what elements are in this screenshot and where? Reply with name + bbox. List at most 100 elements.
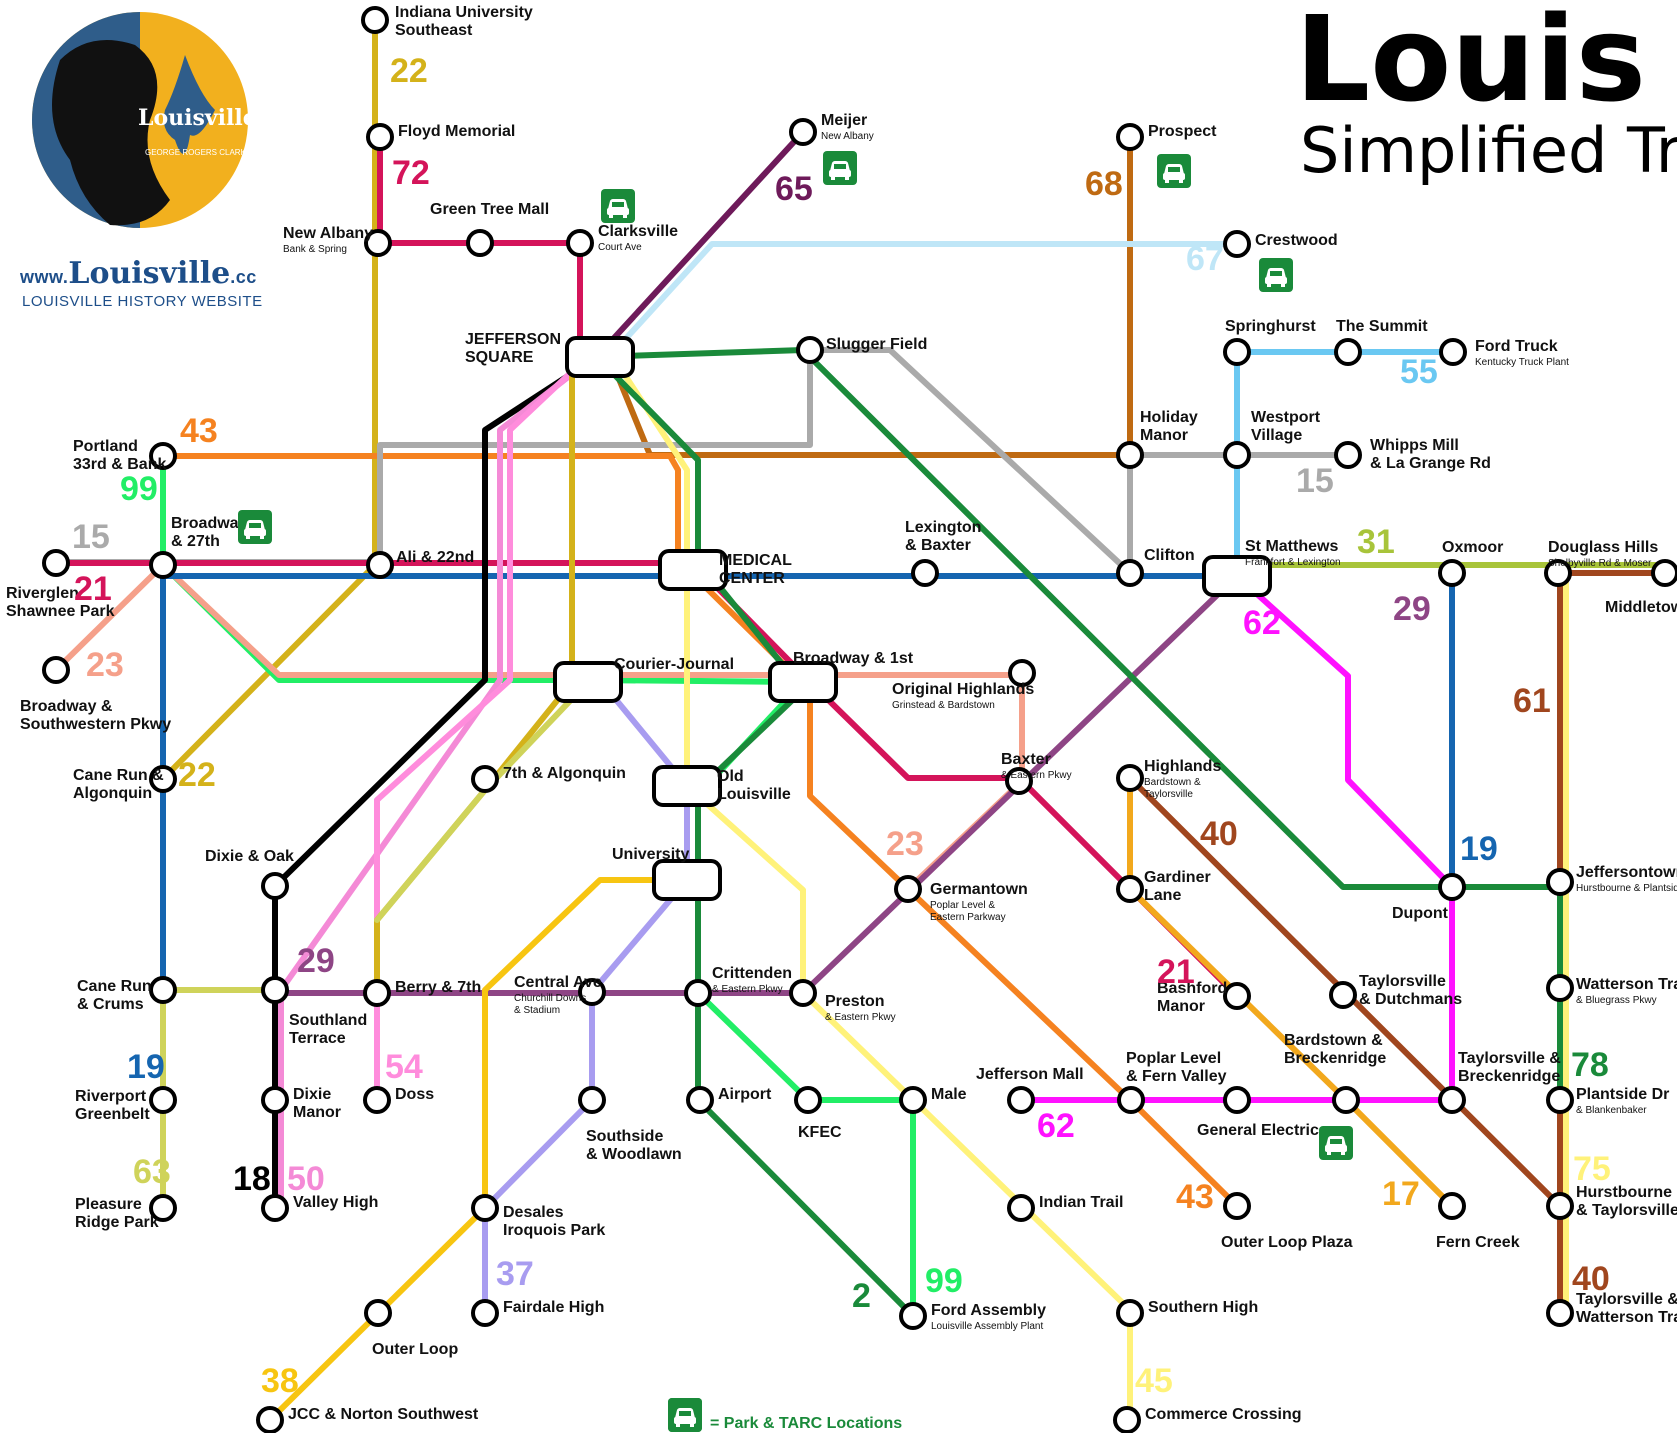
station-label: & Fern Valley — [1126, 1068, 1227, 1085]
station-sublabel: & Bluegrass Pkwy — [1576, 995, 1657, 1006]
station-label: KFEC — [798, 1124, 842, 1141]
route-number: 65 — [775, 170, 813, 208]
station-label: Taylorsville — [1359, 973, 1446, 990]
station-cane-run-crums — [149, 976, 177, 1004]
station-label: Manor — [293, 1104, 341, 1121]
station-label: Crittenden — [712, 965, 792, 982]
station-label: SQUARE — [465, 349, 534, 366]
station-label: Whipps Mill — [1370, 437, 1459, 454]
station-lexington-baxter — [911, 559, 939, 587]
station-label: Southland — [289, 1012, 367, 1029]
route-number: 19 — [1460, 830, 1498, 868]
station-ford-truck — [1439, 338, 1467, 366]
station-label: Prospect — [1148, 123, 1217, 140]
station-label: Terrace — [289, 1030, 346, 1047]
station-meijer — [789, 118, 817, 146]
station-label: Meijer — [821, 112, 867, 129]
station-germantown — [894, 875, 922, 903]
station-label: Baxter — [1001, 751, 1051, 768]
station-southland-terrace — [261, 976, 289, 1004]
station-label: Indian Trail — [1039, 1194, 1123, 1211]
route-line-43 — [160, 453, 1240, 1209]
station-sublabel: Bardstown & — [1144, 777, 1201, 788]
station-preston — [789, 979, 817, 1007]
route-number: 31 — [1357, 523, 1395, 561]
logo-caption: GEORGE ROGERS CLARK — [145, 148, 247, 157]
station-taylorsville-watterson — [1546, 1299, 1574, 1327]
station-poplar-level-fern-valley — [1117, 1086, 1145, 1114]
route-number: 40 — [1572, 1260, 1610, 1298]
route-number: 29 — [1393, 590, 1431, 628]
station-label: Breckenridge — [1458, 1068, 1560, 1085]
station-label: Bardstown & — [1284, 1032, 1383, 1049]
site-suffix: .cc — [230, 267, 257, 287]
station-label: St Matthews — [1245, 538, 1338, 555]
station-label: Watterson Trail — [1576, 1309, 1677, 1326]
station-label: & Taylorsville — [1576, 1202, 1677, 1219]
station-new-albany — [364, 229, 392, 257]
station-label: Cane Run & — [73, 767, 164, 784]
station-crittenden — [684, 979, 712, 1007]
station-sublabel: Bank & Spring — [283, 244, 347, 255]
station-hub-medical-center — [658, 549, 728, 591]
station-label: Plantside Dr — [1576, 1086, 1669, 1103]
station-label: Fern Creek — [1436, 1234, 1520, 1251]
station-hub-old-louisville — [652, 765, 722, 807]
route-number: 23 — [886, 825, 924, 863]
station-general-electric — [1223, 1086, 1251, 1114]
station-markers — [42, 6, 1677, 1433]
station-floyd-memorial — [366, 123, 394, 151]
station-male — [899, 1086, 927, 1114]
station-label: Fairdale High — [503, 1299, 604, 1316]
route-number: 45 — [1135, 1362, 1173, 1400]
station-label: & Baxter — [905, 537, 971, 554]
station-label: Highlands — [1144, 758, 1221, 775]
station-southside-woodlawn — [578, 1086, 606, 1114]
route-number: 67 — [1186, 240, 1224, 278]
station-riverport-greenbelt — [149, 1086, 177, 1114]
station-dixie-manor — [261, 1086, 289, 1114]
station-label: JEFFERSON — [465, 331, 561, 348]
route-number: 62 — [1243, 604, 1281, 642]
station-fern-creek — [1438, 1192, 1466, 1220]
logo: Louisville GEORGE ROGERS CLARK — [32, 12, 257, 228]
route-number: 19 — [127, 1048, 165, 1086]
station-label: Portland — [73, 438, 138, 455]
station-central-ave — [578, 978, 606, 1006]
station-hub-st-matthews — [1202, 555, 1272, 597]
station-label: Broadway & — [20, 698, 113, 715]
station-cane-run-algonquin — [149, 765, 177, 793]
station-7th-algonquin — [471, 765, 499, 793]
station-label: Riverglen — [6, 585, 79, 602]
station-label: Floyd Memorial — [398, 123, 515, 140]
station-southern-high — [1116, 1299, 1144, 1327]
station-indiana-university-southeast — [361, 6, 389, 34]
station-label: Hurstbourne — [1576, 1184, 1672, 1201]
route-number: 55 — [1400, 353, 1438, 391]
park-tarc-icon — [238, 510, 272, 544]
station-dupont — [1438, 873, 1466, 901]
station-berry-7th — [363, 979, 391, 1007]
legend: = Park & TARC Locations — [668, 1398, 902, 1432]
station-label: The Summit — [1336, 318, 1428, 335]
route-line-21 — [53, 560, 1240, 999]
route-line-54 — [374, 359, 585, 1103]
station-label: Cane Run — [77, 978, 152, 995]
station-dixie-oak — [261, 872, 289, 900]
station-sublabel: Taylorsville — [1144, 789, 1193, 800]
station-label: Clarksville — [598, 223, 678, 240]
station-label: Ford Assembly — [931, 1302, 1046, 1319]
station-broadway-27th — [149, 551, 177, 579]
map-title: Louis — [1295, 0, 1646, 128]
station-label: 7th & Algonquin — [503, 765, 626, 782]
route-number: 22 — [390, 52, 428, 90]
station-label: Male — [931, 1086, 967, 1103]
station-label: Southeast — [395, 22, 473, 39]
station-ford-assembly — [899, 1302, 927, 1330]
station-label: Greenbelt — [75, 1106, 150, 1123]
station-commerce-crossing — [1113, 1406, 1141, 1433]
route-number: 15 — [72, 518, 110, 556]
route-number: 18 — [233, 1160, 271, 1198]
station-label: Ridge Park — [75, 1214, 159, 1231]
